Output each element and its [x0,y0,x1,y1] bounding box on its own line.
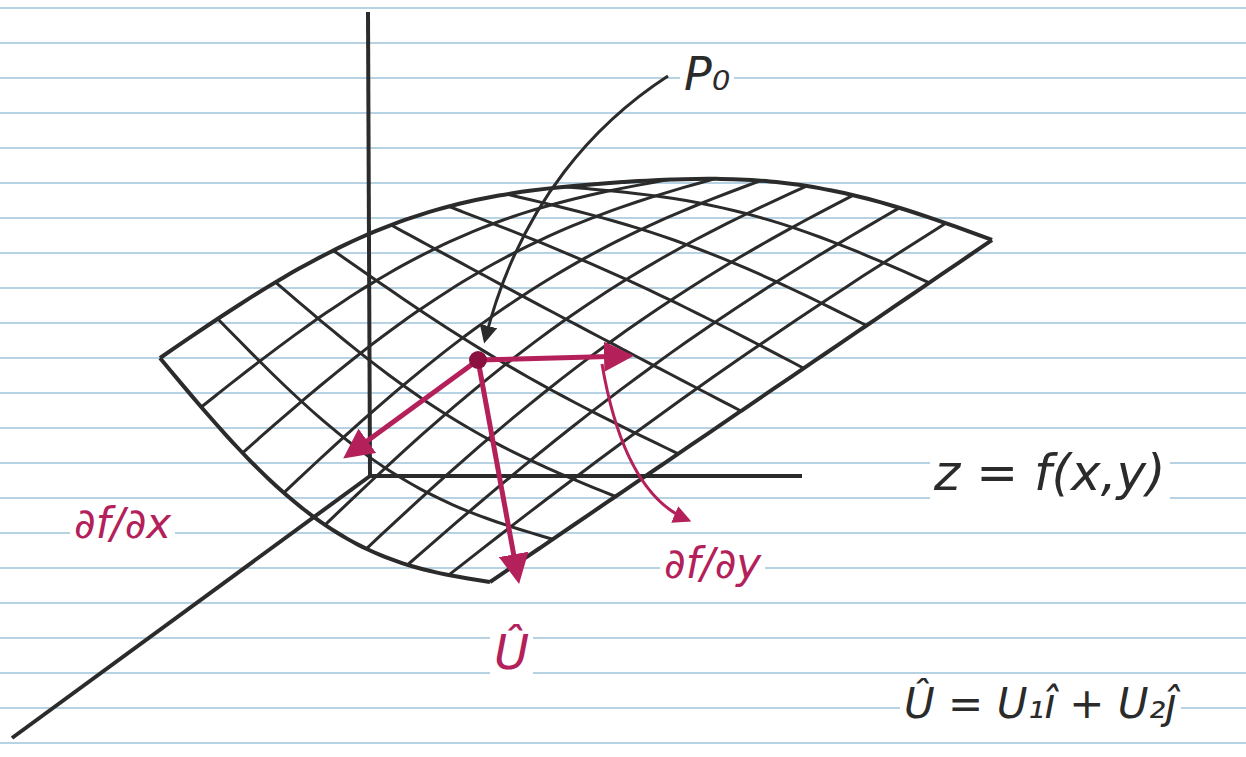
surface-edge [622,179,992,240]
unit-vector [478,360,518,578]
ruled-line [0,672,1246,674]
mesh-line [366,195,853,549]
ruled-line [0,742,1246,744]
ruled-line [0,252,1246,254]
partial-x-vector [348,360,478,455]
partial-y-vector [478,356,628,360]
ruled-line [0,287,1246,289]
vector-label: Û [490,625,533,680]
function-label: z = f(x,y) [930,445,1170,503]
ruled-line [0,637,1246,639]
partial-x-label: ∂f/∂x [70,500,175,548]
ruled-line [0,7,1246,9]
mesh-line [276,282,616,496]
ruled-line [0,217,1246,219]
leader-line [602,364,688,520]
leader-line [485,76,668,340]
coordinate-axes [12,12,802,738]
ruled-line [0,112,1246,114]
surface-edge [160,182,622,358]
mesh-line [243,179,715,453]
mesh-line [449,223,946,575]
mesh-line [325,186,807,525]
partial-y-label: ∂f/∂y [660,540,765,588]
ruled-line [0,77,1246,79]
ruled-line [0,42,1246,44]
vector-equation: Û = U₁î + U₂ĵ [900,680,1181,728]
ruled-line [0,147,1246,149]
z-axis [368,12,370,476]
point-label: P₀ [680,48,734,101]
y-axis [370,474,802,478]
ruled-line [0,532,1246,534]
point-marker [469,351,487,369]
surface-edge [490,240,992,582]
ruled-line [0,567,1246,569]
ruled-line [0,322,1246,324]
x-axis [12,476,370,738]
paper-lines [0,8,1246,757]
surface-edge [160,358,490,582]
tangent-vectors [348,76,688,578]
ruled-line [0,602,1246,604]
mesh-line [201,180,668,407]
surface-mesh [160,179,992,582]
